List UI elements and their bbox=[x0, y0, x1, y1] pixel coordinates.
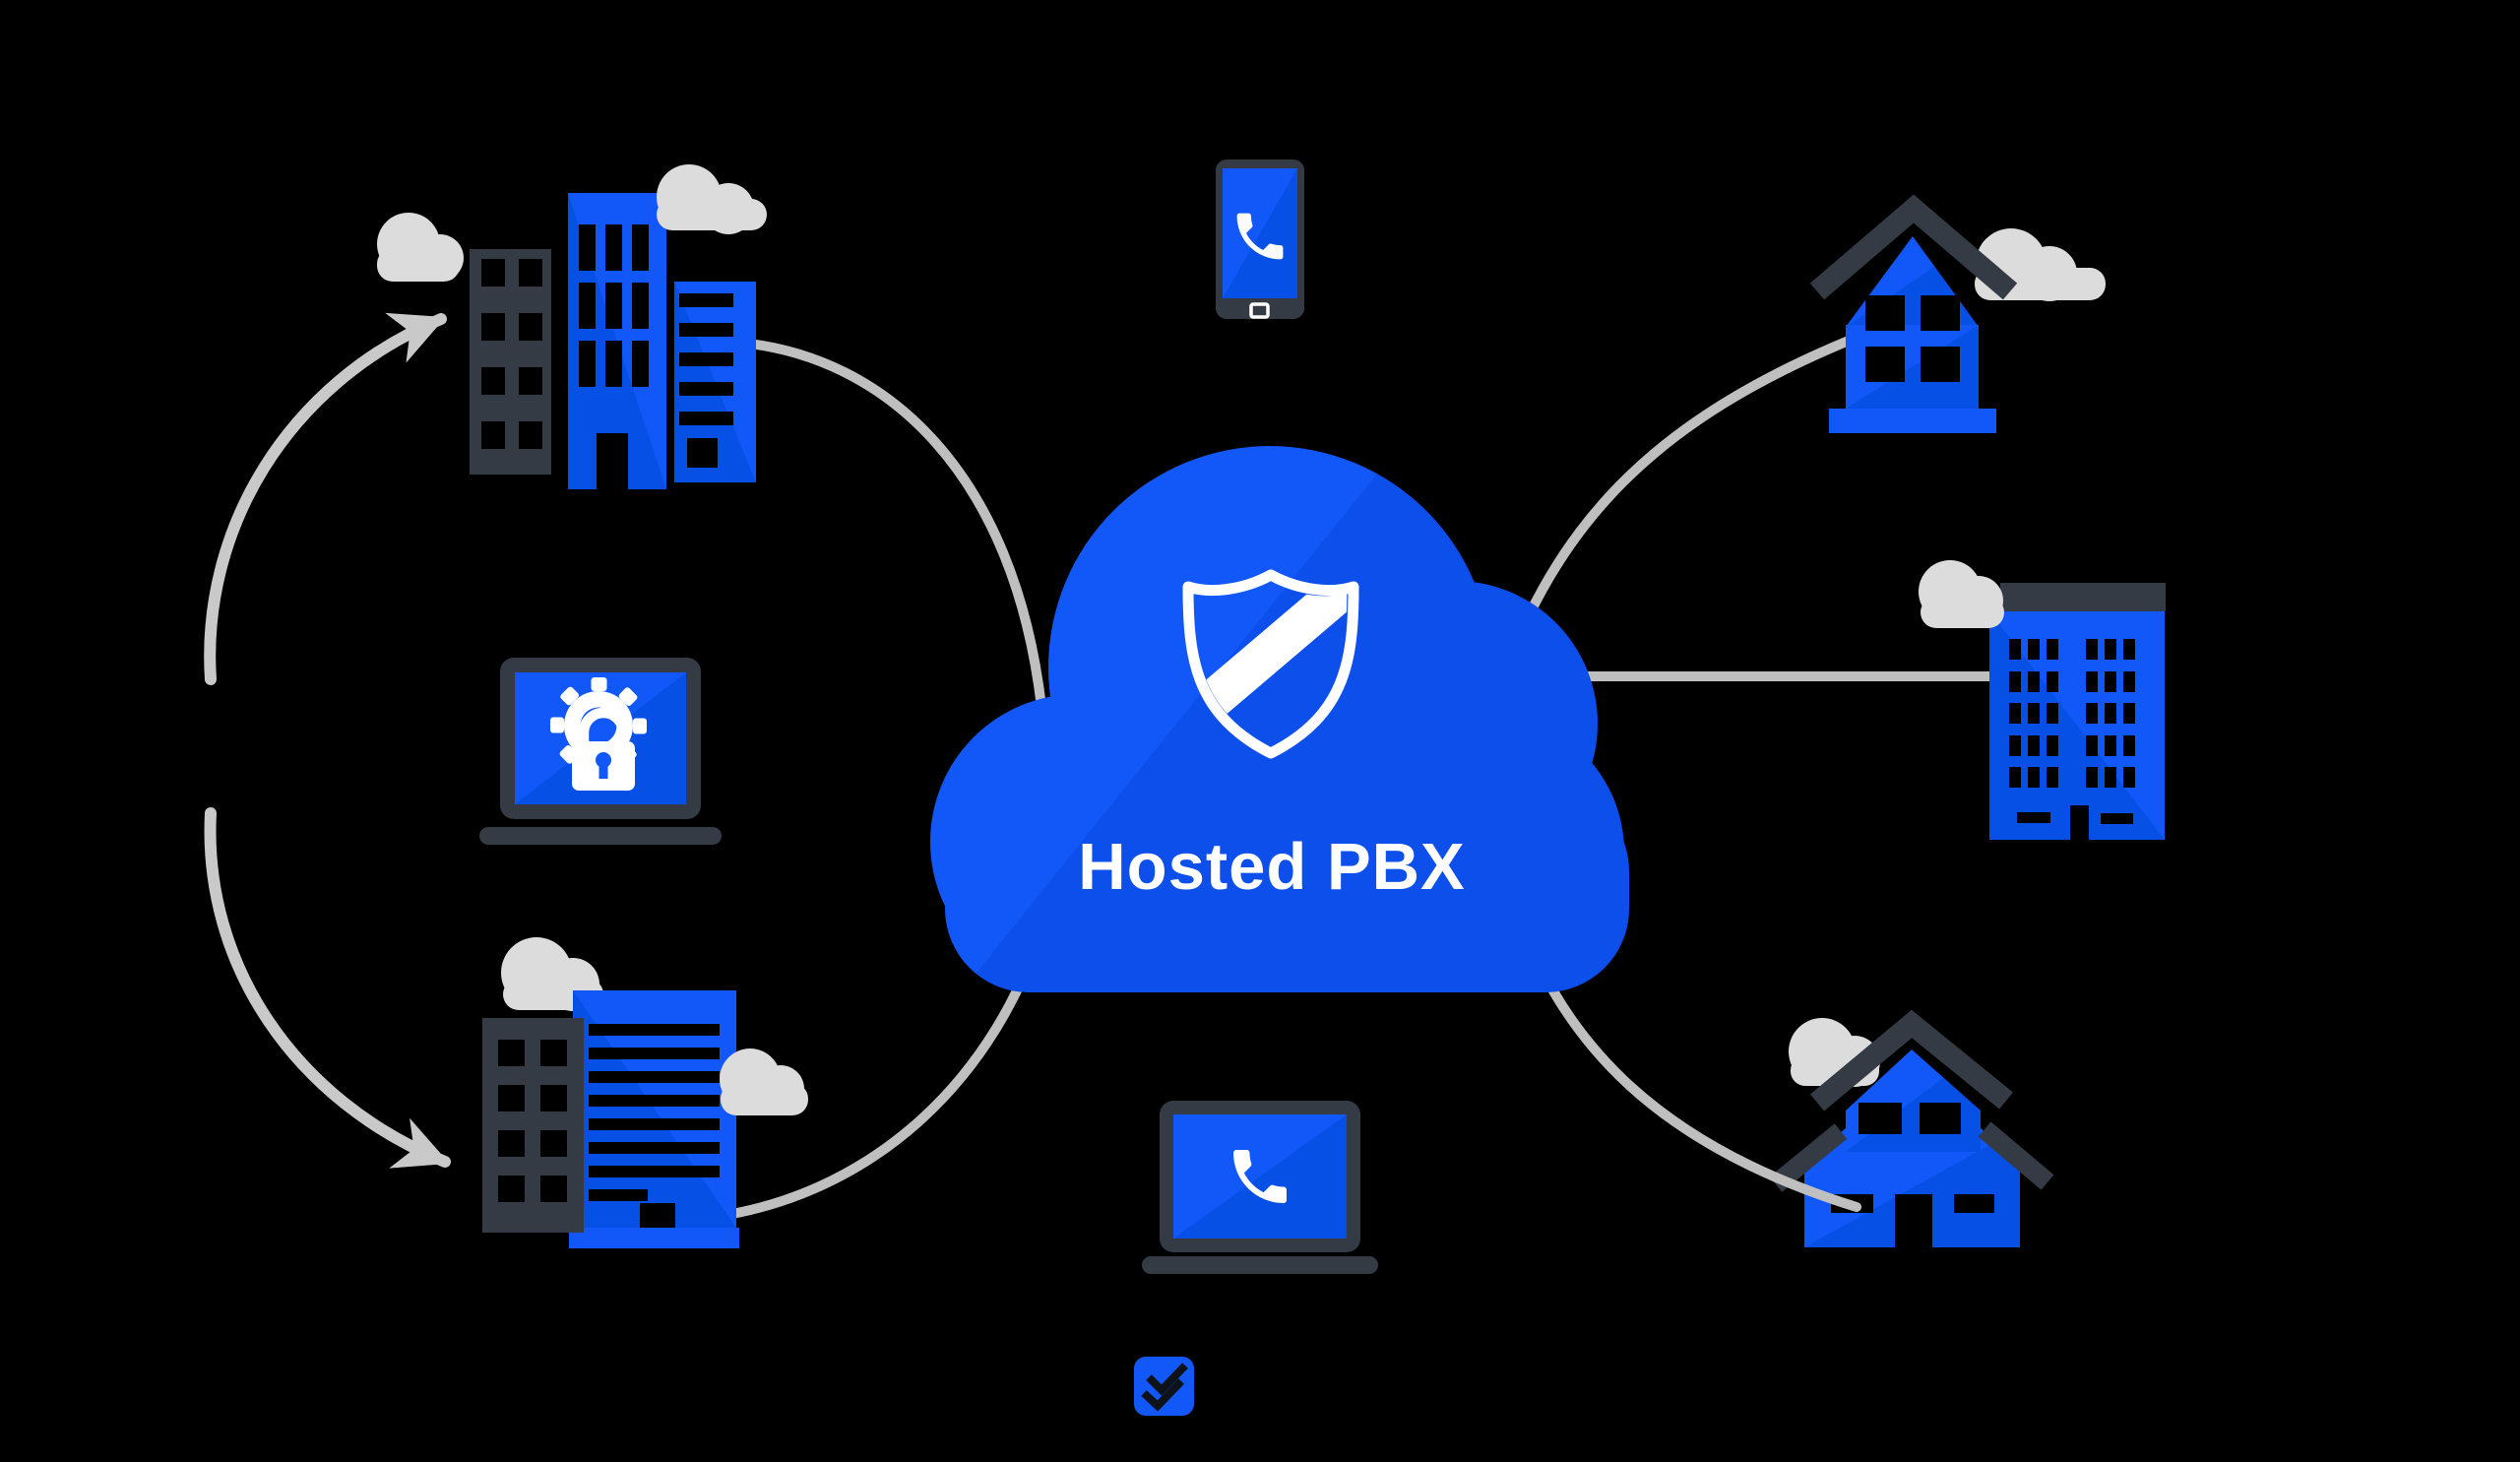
blue-office-building bbox=[568, 193, 666, 489]
apartment-roof bbox=[2000, 583, 2166, 611]
house-icon bbox=[1809, 194, 2106, 433]
house-roof bbox=[1809, 194, 2018, 300]
shield-icon bbox=[1182, 569, 1359, 759]
laptop-base bbox=[1142, 1256, 1378, 1274]
cloud-decoration bbox=[1919, 560, 2004, 628]
verified-badge bbox=[1134, 1357, 1194, 1416]
large-house-icon bbox=[1769, 1009, 2054, 1247]
double-check-icon bbox=[1141, 1363, 1188, 1412]
cloud-decoration bbox=[657, 164, 767, 234]
left-loop-arrow-top bbox=[204, 312, 447, 685]
office-buildings-icon bbox=[377, 164, 767, 489]
phone-call-icon bbox=[1233, 1150, 1287, 1203]
secure-laptop bbox=[479, 658, 722, 845]
blue-tower bbox=[569, 990, 739, 1248]
laptop-base bbox=[479, 827, 722, 845]
dark-tower bbox=[482, 1018, 584, 1233]
house-base bbox=[1829, 409, 1996, 433]
house-roof bbox=[1809, 1009, 2013, 1112]
connector-top-right bbox=[1519, 324, 1880, 629]
office-towers-icon bbox=[482, 937, 808, 1248]
phone-call-icon bbox=[1236, 213, 1284, 260]
cloud-decoration bbox=[377, 213, 464, 282]
voip-laptop bbox=[1142, 1101, 1378, 1274]
dark-office-building bbox=[470, 249, 551, 475]
cloud-decoration bbox=[720, 1049, 808, 1115]
connector-top-left bbox=[739, 338, 1046, 708]
house-eave-left bbox=[1769, 1123, 1848, 1192]
hosted-pbx-label: Hosted PBX bbox=[1078, 830, 1465, 904]
left-loop-arrow-bottom bbox=[204, 807, 451, 1169]
home-button bbox=[1249, 302, 1270, 319]
apartment-icon bbox=[1919, 560, 2166, 840]
hosted-pbx-cloud: Hosted PBX bbox=[930, 446, 1629, 992]
smartphone bbox=[1216, 159, 1304, 319]
small-blue-building bbox=[674, 282, 756, 482]
house-eave-right bbox=[1978, 1121, 2054, 1190]
gear-lock-icon bbox=[550, 677, 647, 791]
